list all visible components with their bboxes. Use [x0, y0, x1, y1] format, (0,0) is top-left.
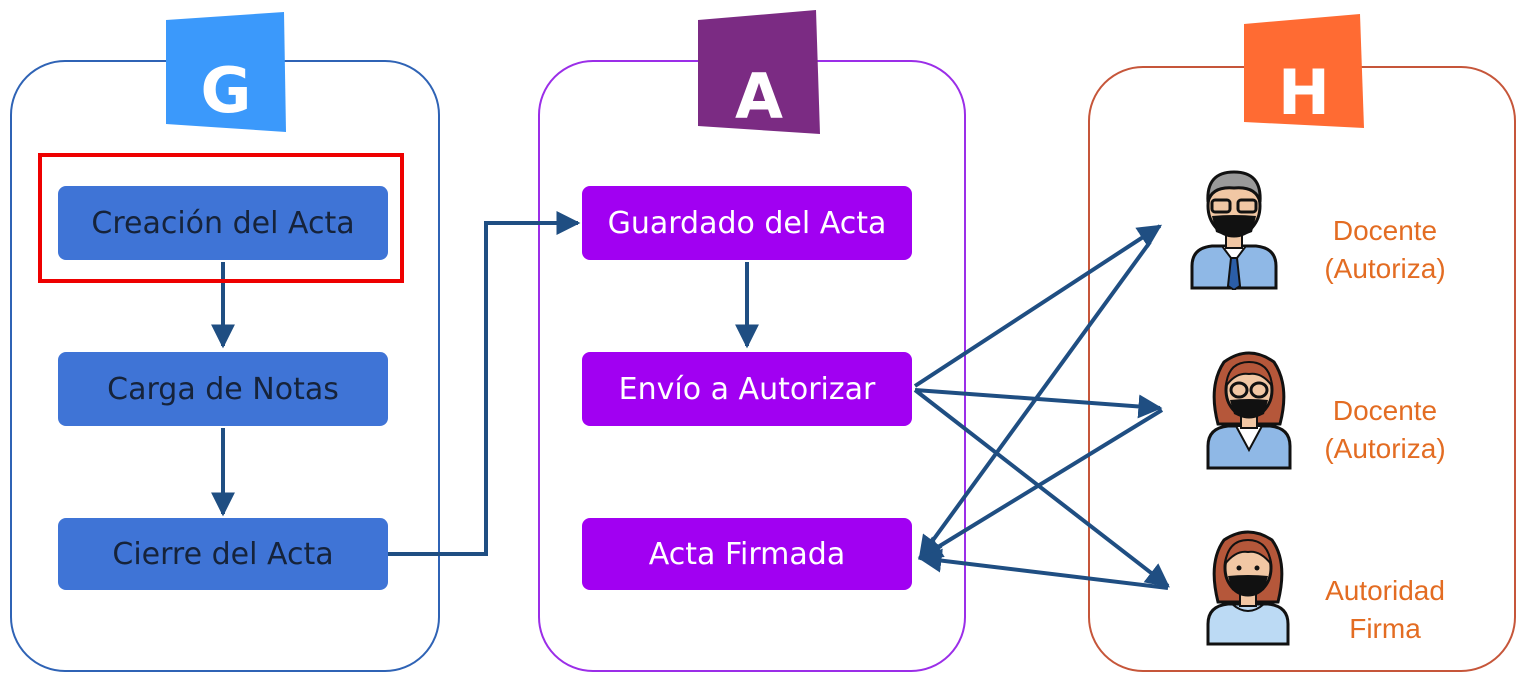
- role-label-autoridad: Autoridad Firma: [1300, 572, 1470, 648]
- role-line-1: Autoridad: [1325, 575, 1445, 606]
- h-logo-icon: H: [1244, 14, 1364, 128]
- step-label: Acta Firmada: [648, 536, 846, 572]
- step-carga-de-notas: Carga de Notas: [58, 352, 388, 426]
- h-logo-letter: H: [1278, 56, 1330, 129]
- step-label: Carga de Notas: [107, 371, 339, 407]
- g-logo-icon: G: [166, 12, 286, 132]
- step-label: Creación del Acta: [91, 205, 355, 241]
- a-logo-letter: A: [735, 60, 783, 133]
- arrow-docente1-to-firmada: [918, 240, 1152, 560]
- role-line-2: (Autoriza): [1324, 433, 1446, 464]
- teacher-female-avatar-icon: [1204, 346, 1294, 470]
- role-line-1: Docente: [1332, 395, 1438, 426]
- arrow-autoridad-to-firmada: [917, 548, 1169, 590]
- step-label: Cierre del Acta: [112, 536, 334, 572]
- step-creacion-del-acta: Creación del Acta: [58, 186, 388, 260]
- teacher-male-avatar-icon: [1186, 166, 1282, 292]
- arrow-cierre-to-guardado: [388, 211, 581, 556]
- arrow-envio-to-autoridad: [913, 388, 1170, 588]
- authority-female-avatar-icon: [1204, 526, 1292, 646]
- g-logo-letter: G: [200, 54, 252, 127]
- step-acta-firmada: Acta Firmada: [582, 518, 912, 590]
- step-envio-a-autorizar: Envío a Autorizar: [582, 352, 912, 426]
- step-label: Envío a Autorizar: [618, 371, 876, 407]
- role-line-1: Docente: [1332, 215, 1438, 246]
- step-cierre-del-acta: Cierre del Acta: [58, 518, 388, 590]
- a-logo-icon: A: [698, 10, 820, 134]
- role-label-docente-2: Docente (Autoriza): [1300, 392, 1470, 468]
- arrow-docente2-to-firmada: [917, 408, 1164, 560]
- step-label: Guardado del Acta: [607, 205, 887, 241]
- role-label-docente-1: Docente (Autoriza): [1300, 212, 1470, 288]
- role-line-2: (Autoriza): [1324, 253, 1446, 284]
- step-guardado-del-acta: Guardado del Acta: [582, 186, 912, 260]
- role-line-2: Firma: [1349, 613, 1421, 644]
- highlight-frame: [38, 153, 404, 283]
- arrow-envio-to-docente1: [913, 224, 1163, 388]
